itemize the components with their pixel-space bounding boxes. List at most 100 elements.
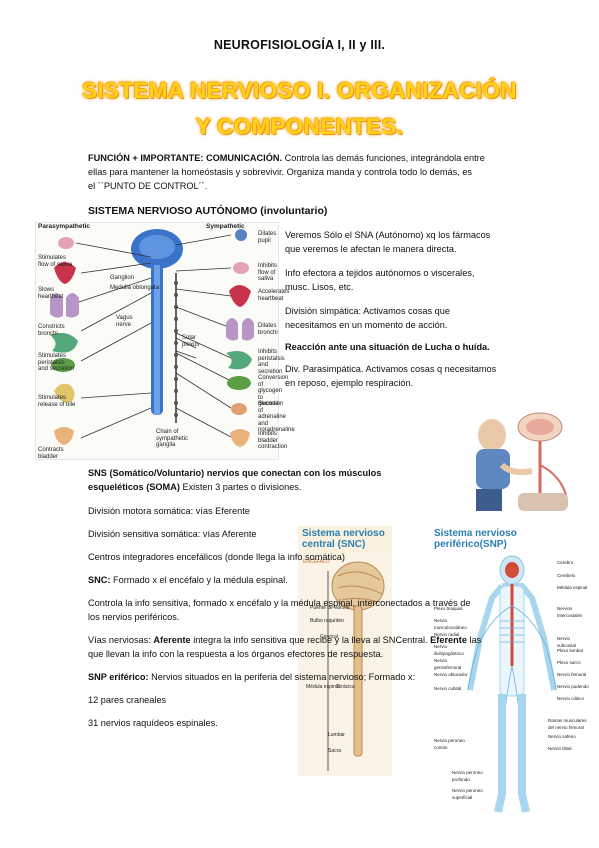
- sns-line-2-bold: esqueléticos (SOMA): [88, 482, 180, 492]
- vias-nerviosas: Vías nerviosas: Aferente integra la info…: [88, 633, 548, 661]
- snc-label: Sacra: [328, 748, 342, 754]
- snc-title-1: Sistema nervioso: [302, 528, 385, 539]
- ans-diagram: [50, 229, 254, 447]
- vias-e: las: [466, 635, 482, 645]
- snc-label: Bulbo raquídeo: [310, 618, 344, 624]
- sna-note-3b: necesitamos en un momento de acción.: [285, 320, 448, 330]
- ans-sympathetic-title: Sympathetic: [206, 223, 245, 230]
- controla-line-2: los nervios periféricos.: [88, 612, 180, 622]
- snp-right-label: Nervio safeno: [548, 734, 576, 739]
- ans-center-label: Ganglion: [110, 275, 135, 281]
- ans-center-label: Medulla oblongata: [110, 285, 160, 291]
- sna-note-5a: Div. Parasimpática. Activamos cosas q ne…: [285, 364, 497, 374]
- salivary-gland-right: [233, 262, 249, 274]
- main-title-line-2: Y COMPONENTES.: [195, 114, 404, 139]
- snp-right-label: Nervio tibial: [548, 746, 572, 751]
- intestine-left: [54, 383, 75, 403]
- vias-line-2: que llevan la info con la respuesta a lo…: [88, 649, 384, 659]
- bladder-right: [230, 429, 250, 447]
- snp-left-label: Nervio obturador: [434, 672, 468, 677]
- sna-note-1a: Veremos Sólo el SNA (Autónomo) xq los fá…: [285, 230, 491, 240]
- vias-c: integra la info sensitiva que recibe y l…: [190, 635, 431, 645]
- snc-label: ENCÉFALO: [303, 559, 330, 565]
- liver-left: [51, 358, 75, 372]
- sna-heading: SISTEMA NERVIOSO AUTÓNOMO (involuntario): [88, 205, 328, 217]
- snp-right-label: Plexo sacro: [557, 660, 581, 665]
- snp-right-label: Nervio ciático: [557, 696, 585, 701]
- heart-right: [229, 285, 251, 307]
- snp-diagram: [467, 555, 557, 813]
- snp-left-label: Nervio peroneo profundo: [452, 770, 483, 782]
- snc-definition-text: Formado x el encéfalo y la médula espina…: [110, 575, 288, 585]
- sns-block: SNS (Somático/Voluntario) nervios que co…: [88, 466, 518, 494]
- snp-left-label: Plexo braquial: [434, 606, 463, 611]
- snp-right-label: Nervio femoral: [557, 672, 587, 677]
- ans-right-label: Inhibits peristalsis and secretion: [258, 349, 285, 375]
- snp-right-label: Nervio subcostal: [557, 636, 577, 648]
- division-sensitiva: División sensitiva somática: vías Aferen…: [88, 529, 257, 539]
- ans-right-label: Inhibits bladder contraction: [258, 431, 288, 450]
- ans-parasympathetic-title: Parasympathetic: [38, 223, 91, 230]
- snp-right-label: Cerebro: [557, 560, 574, 565]
- ans-center-label: Vagus nerve: [116, 315, 133, 328]
- stomach-right: [226, 351, 252, 370]
- snp-definition: SNP eriférico: Nervios situados en la pe…: [88, 670, 415, 684]
- ans-left-label: Stimulates peristalsis and secretion: [38, 353, 75, 372]
- division-motora: División motora somática: vías Eferente: [88, 506, 250, 516]
- heart-left: [54, 262, 76, 284]
- snc-label: Médula espinal: [306, 684, 340, 690]
- ans-left-label: Constricts bronchi: [38, 324, 65, 337]
- snp-left-label: Nervio musculocutáneo: [434, 618, 467, 630]
- ans-right-label: Accelerates heartbeat: [258, 289, 290, 302]
- snp-right-label: Cerebelo: [557, 573, 576, 578]
- ans-left-label: Stimulates release of bile: [38, 395, 76, 408]
- sna-note-2b: musc. Lisos, etc.: [285, 282, 354, 292]
- snp-left-label: Nervio iliohipogástrico: [434, 644, 464, 656]
- sympathetic-nerves: [175, 234, 232, 438]
- snc-label: Torácica: [336, 684, 355, 690]
- sns-line-2: Existen 3 partes o divisiones.: [179, 482, 302, 492]
- snc-figure: Sistema nervioso central (SNC) ENCÉFALO …: [298, 526, 392, 776]
- snc-diagram: [298, 554, 392, 776]
- ans-right-label: Secretion of adrenaline and noradrenalin…: [258, 401, 295, 433]
- vias-a: Vías nerviosas:: [88, 635, 154, 645]
- ans-left-label: Contracts bladder: [38, 447, 64, 460]
- document-header: NEUROFISIOLOGÍA I, II y III.: [213, 38, 386, 52]
- adrenal-right: [231, 403, 247, 415]
- main-title-line-1: SISTEMA NERVIOSO I. ORGANIZACIÓN: [82, 78, 517, 103]
- intro-paragraph: FUNCIÓN + IMPORTANTE: COMUNICACIÓN. Cont…: [88, 151, 528, 193]
- parasympathetic-nerves: [75, 242, 152, 439]
- sna-note-2a: Info efectora a tejidos autónomos o visc…: [285, 268, 475, 278]
- patient-image: [462, 405, 574, 517]
- snc-label: Puente de Varolio: [310, 605, 350, 611]
- spinal-cord-core: [154, 265, 160, 415]
- controla-line-1: Controla la info sensitiva, formado x en…: [88, 598, 471, 608]
- stomach-left: [50, 333, 78, 353]
- salivary-gland-left: [58, 237, 74, 249]
- snp-left-label: Nervio peroneo superficial: [452, 788, 483, 800]
- ans-figure: Parasympathetic Sympathetic Stimulates f…: [35, 222, 295, 460]
- sna-note-5b: en reposo, ejemplo respiración.: [285, 378, 414, 388]
- chain-ganglia: [174, 281, 178, 417]
- intro-bold: FUNCIÓN + IMPORTANTE: COMUNICACIÓN.: [88, 153, 283, 163]
- snp-right-label: Ramas musculares del nervio femoral: [548, 718, 587, 730]
- intro-line-1: Controla las demás funciones, integrándo…: [284, 153, 485, 163]
- snp-definition-text: Nervios situados en la periferia del sis…: [148, 672, 416, 682]
- sna-note-4: Reacción ante una situación de Lucha o h…: [285, 342, 490, 352]
- snp-left-label: Nervio genitofemoral: [434, 658, 462, 670]
- sna-note-1b: que veremos le afectan le manera directa…: [285, 244, 457, 254]
- ans-right-label: Dilates bronchi: [258, 323, 278, 336]
- snc-label: Lumbar: [328, 732, 345, 738]
- ans-left-label: Slows heartbeat: [38, 287, 64, 300]
- intro-line-3: el ``PUNTO DE CONTROL´´.: [88, 181, 208, 191]
- ans-left-label: Stimulates flow of saliva: [38, 255, 73, 268]
- snp-right-label: Nervio pudendo: [557, 684, 589, 689]
- sns-line-1: SNS (Somático/Voluntario) nervios que co…: [88, 468, 382, 478]
- ans-center-label: Chain of sympathetic ganglia: [156, 429, 189, 448]
- controla-block: Controla la info sensitiva, formado x en…: [88, 596, 538, 624]
- nervios-raquideos: 31 nervios raquídeos espinales.: [88, 718, 218, 728]
- snc-definition-bold: SNC:: [88, 575, 111, 585]
- snp-title-1: Sistema nervioso: [434, 528, 517, 539]
- snc-definition: SNC: Formado x el encéfalo y la médula e…: [88, 573, 288, 587]
- sna-note-3a: División simpática: Activamos cosas que: [285, 306, 450, 316]
